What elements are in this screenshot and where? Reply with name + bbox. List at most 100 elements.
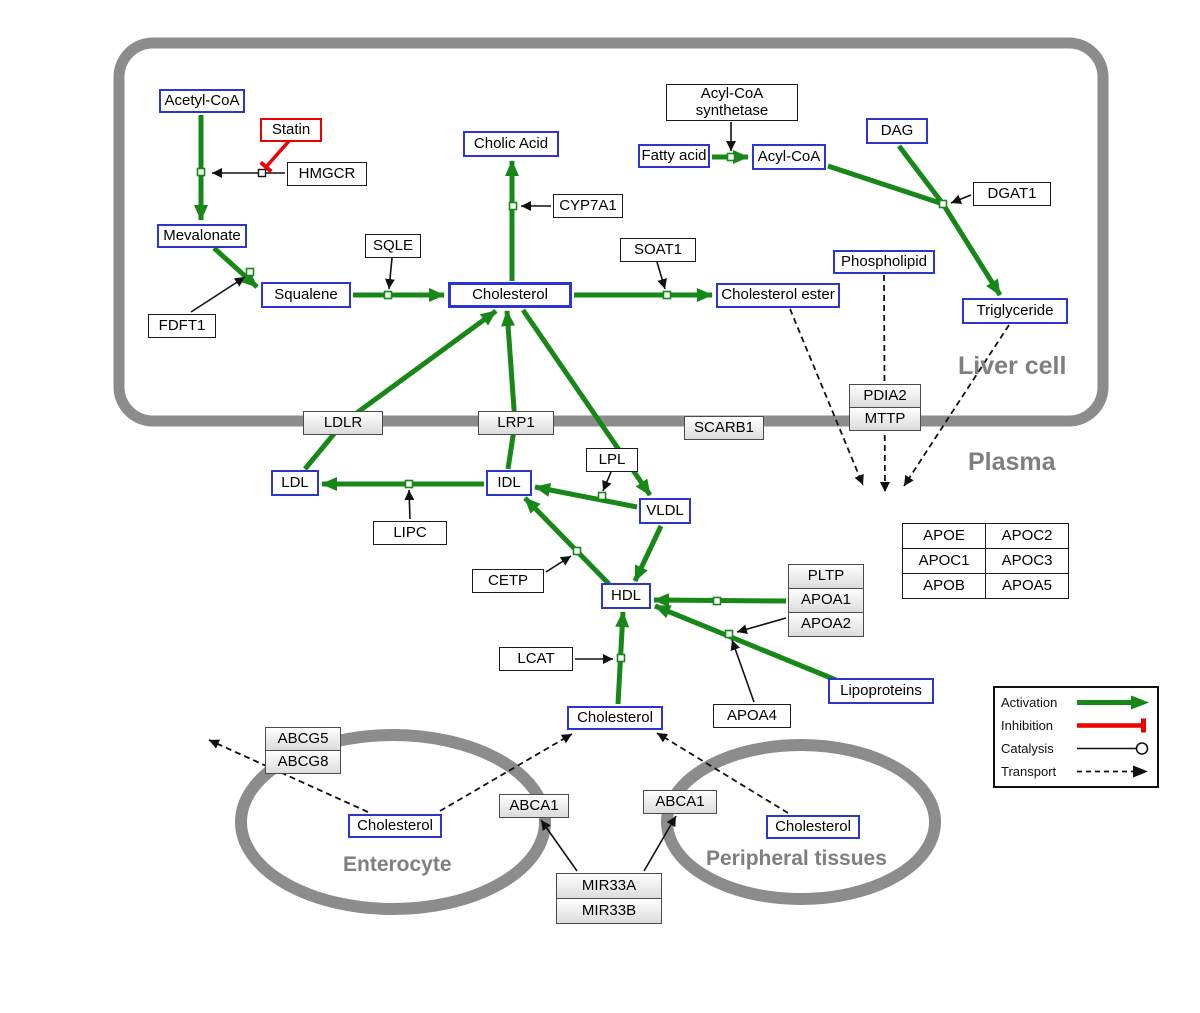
node-squalene[interactable]: Squalene [261, 282, 351, 308]
node-fatty-acid[interactable]: Fatty acid [638, 144, 710, 168]
node-ldlr[interactable]: LDLR [303, 411, 383, 435]
edge-lpl-catalysis [602, 471, 612, 492]
legend-inhibition-label: Inhibition [1001, 718, 1054, 733]
node-apob[interactable]: APOB [902, 573, 986, 599]
edge-dag-dgat1-junction [897, 144, 945, 206]
edge-peripheral-cholesterol-efflux [656, 732, 789, 814]
edge-abcg-efflux [208, 739, 369, 813]
edge-cholesterylester-secretion [789, 308, 864, 486]
node-abca1-peripheral[interactable]: ABCA1 [643, 790, 717, 814]
node-apoe[interactable]: APOE [902, 523, 986, 549]
node-cholesterol-plasma[interactable]: Cholesterol [567, 706, 663, 730]
node-cholesterol-peripheral[interactable]: Cholesterol [766, 815, 860, 839]
enterocyte-label: Enterocyte [343, 853, 452, 876]
node-pdia2[interactable]: PDIA2 [849, 384, 921, 408]
node-apoc1[interactable]: APOC1 [902, 548, 986, 574]
anchor-lipc [404, 479, 414, 489]
node-statin[interactable]: Statin [260, 118, 322, 142]
anchor-apoa [724, 629, 734, 639]
node-lrp1[interactable]: LRP1 [478, 411, 554, 435]
node-apoa2[interactable]: APOA2 [788, 612, 864, 637]
node-scarb1[interactable]: SCARB1 [684, 416, 764, 440]
node-dag[interactable]: DAG [866, 118, 928, 144]
node-acyl-coa[interactable]: Acyl-CoA [752, 144, 826, 170]
activation-arrow-icon [1077, 695, 1149, 710]
node-abcg8[interactable]: ABCG8 [265, 750, 341, 774]
node-acetyl-coa[interactable]: Acetyl-CoA [159, 89, 245, 113]
node-hdl[interactable]: HDL [601, 583, 651, 609]
edge-vldl-hdl [632, 524, 664, 583]
node-ldl[interactable]: LDL [271, 470, 319, 496]
node-hmgcr[interactable]: HMGCR [287, 162, 367, 186]
node-mir33a[interactable]: MIR33A [556, 873, 662, 899]
node-sqle[interactable]: SQLE [365, 234, 421, 258]
node-apoa1[interactable]: APOA1 [788, 588, 864, 613]
edge-fdft1-catalysis [190, 276, 246, 313]
node-apoc3[interactable]: APOC3 [985, 548, 1069, 574]
node-abca1-enterocyte[interactable]: ABCA1 [499, 794, 569, 818]
edge-mir33-abca1-enterocyte [540, 819, 578, 872]
node-fdft1[interactable]: FDFT1 [148, 314, 216, 338]
anchor-lpl [597, 491, 607, 501]
edge-triglyceride-secretion [903, 324, 1010, 487]
node-cetp[interactable]: CETP [472, 569, 544, 593]
node-phospholipid[interactable]: Phospholipid [833, 250, 935, 274]
edge-enterocyte-cholesterol-efflux [439, 733, 573, 812]
node-vldl[interactable]: VLDL [639, 498, 691, 524]
anchor-fdft1 [245, 267, 255, 277]
anchor-acs [726, 152, 736, 162]
catalysis-circle-icon [1077, 742, 1149, 755]
legend-inhibition-row: Inhibition [1001, 715, 1151, 737]
edge-lipoproteins-hdl [654, 603, 837, 683]
liver-cell-label: Liver cell [958, 352, 1067, 380]
legend-activation-label: Activation [1001, 695, 1058, 710]
peripheral-tissues-label: Peripheral tissues [706, 847, 887, 870]
anchor-dgat1 [938, 199, 948, 209]
edge-ldl-ldlr-cholesterol [303, 308, 498, 471]
anchor-cyp7a1 [508, 201, 518, 211]
legend-catalysis-row: Catalysis [1001, 738, 1151, 760]
node-mir33b[interactable]: MIR33B [556, 898, 662, 924]
legend-transport-row: Transport [1001, 761, 1151, 783]
node-cholic-acid[interactable]: Cholic Acid [463, 131, 559, 157]
node-lipoproteins[interactable]: Lipoproteins [828, 678, 934, 704]
anchor-statin [257, 168, 267, 178]
node-apoc2[interactable]: APOC2 [985, 523, 1069, 549]
legend-catalysis-label: Catalysis [1001, 741, 1054, 756]
node-cholesterol-ester[interactable]: Cholesterol ester [716, 283, 840, 308]
edge-cetp-catalysis [545, 555, 572, 573]
edge-mir33-abca1-peripheral [643, 815, 677, 872]
node-idl[interactable]: IDL [486, 470, 532, 496]
anchor-cetp [572, 546, 582, 556]
edge-acylcoa-dgat1-junction [827, 163, 944, 207]
node-abcg5[interactable]: ABCG5 [265, 727, 341, 751]
edge-vldl-idl [534, 483, 638, 510]
node-pltp[interactable]: PLTP [788, 564, 864, 589]
node-apoa4[interactable]: APOA4 [713, 704, 791, 728]
node-lpl[interactable]: LPL [586, 448, 638, 472]
node-lcat[interactable]: LCAT [499, 647, 573, 671]
inhibition-tbar-icon [1077, 718, 1146, 733]
node-apoa5[interactable]: APOA5 [985, 573, 1069, 599]
anchor-hmgcr [196, 167, 206, 177]
edge-idl-lrp1-cholesterol [501, 310, 518, 470]
edge-lipc-catalysis [404, 489, 415, 520]
edge-apoa4-catalysis [730, 639, 755, 703]
node-cholesterol-liver[interactable]: Cholesterol [448, 282, 572, 308]
node-acyl-coa-synthetase[interactable]: Acyl-CoA synthetase [666, 84, 798, 121]
node-dgat1[interactable]: DGAT1 [973, 182, 1051, 206]
node-cyp7a1[interactable]: CYP7A1 [553, 194, 623, 218]
legend-transport-label: Transport [1001, 764, 1057, 779]
edge-hdl-idl-cetp [523, 496, 611, 586]
edge-mevalonate-squalene [212, 246, 259, 289]
node-mevalonate[interactable]: Mevalonate [157, 224, 247, 248]
anchor-lcat [616, 653, 626, 663]
node-mttp[interactable]: MTTP [849, 407, 921, 431]
node-triglyceride[interactable]: Triglyceride [962, 298, 1068, 324]
node-cholesterol-enterocyte[interactable]: Cholesterol [348, 814, 442, 838]
node-soat1[interactable]: SOAT1 [620, 238, 696, 262]
node-lipc[interactable]: LIPC [373, 521, 447, 545]
edge-soat1-catalysis [656, 261, 667, 290]
